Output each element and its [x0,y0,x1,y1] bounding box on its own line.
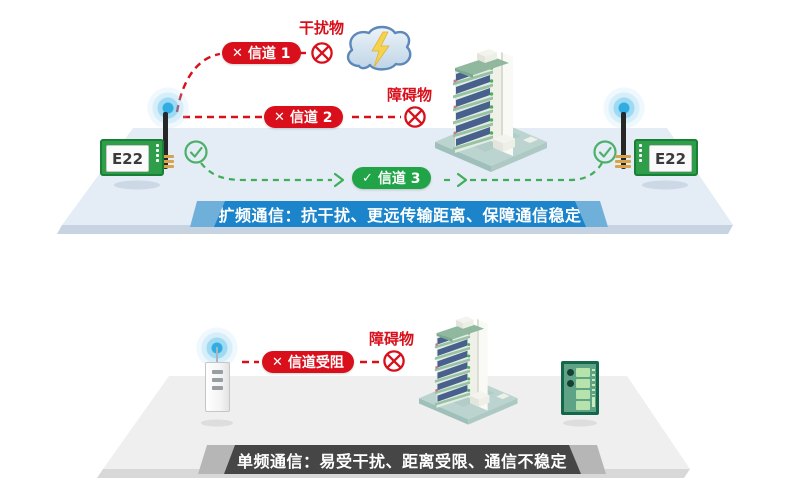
check-mark-icon: ✓ [362,170,373,186]
spread-spectrum-banner-text: 扩频通信：抗干扰、更远传输距离、保障通信稳定 [214,201,586,227]
badge-channel-3-label: 信道 3 [377,171,421,187]
radio-antenna [216,347,218,363]
shadow-e22-right [642,180,688,190]
radio-device [205,362,230,412]
antenna-right [621,112,626,169]
building-icon-top [435,49,547,172]
e22-module-right-label: E22 [649,145,692,172]
x-mark-icon: ✕ [272,354,283,370]
antenna-connector-left [158,155,174,168]
shadow-e22-left [114,180,160,190]
single-frequency-banner-text: 单频通信：易受干扰、距离受限、通信不稳定 [224,445,581,474]
pcb-pins [639,144,642,162]
e22-module-right: E22 [634,139,698,176]
blocked-circle-bottom-icon [383,350,405,372]
badge-channel-blocked-label: 信道受阻 [287,355,344,371]
shadow-cabinet [563,419,597,427]
e22-module-left: E22 [100,139,164,176]
badge-channel-blocked: ✕ 信道受阻 [262,351,354,373]
obstacle-label-top: 障碍物 [387,86,433,104]
x-mark-icon: ✕ [232,45,243,61]
cabinet-knob [567,369,574,376]
channel3-path [200,162,603,182]
control-cabinet [561,361,599,415]
badge-channel-1-label: 信道 1 [247,46,291,62]
cabinet-bar [592,397,595,407]
blocked-circle-channel2-icon [404,106,426,128]
radio-device-buttons [212,370,223,390]
channel1-path [175,51,309,113]
channel3-arrows [333,172,468,188]
badge-channel-2-label: 信道 2 [289,110,333,126]
antenna-left [163,112,168,169]
badge-channel-2: ✕ 信道 2 [264,106,343,128]
pcb-pins [156,144,159,162]
cabinet-knob [567,380,574,387]
signal-waves-left-icon [146,86,190,130]
shadow-radio [201,419,233,427]
e22-module-left-label: E22 [106,145,149,172]
antenna-connector-right [615,155,631,168]
blocked-circle-channel1-icon [311,42,333,64]
storm-cloud-icon [346,25,412,71]
interference-label: 干扰物 [299,19,345,37]
badge-channel-1: ✕ 信道 1 [222,42,301,64]
building-icon-bottom [419,316,518,425]
badge-channel-3: ✓ 信道 3 [352,167,431,189]
spread-spectrum-banner: 扩频通信：抗干扰、更远传输距离、保障通信稳定 [190,201,610,227]
cabinet-panels [576,368,590,410]
single-frequency-banner: 单频通信：易受干扰、距离受限、通信不稳定 [198,445,606,474]
obstacle-label-bottom: 障碍物 [369,330,415,348]
x-mark-icon: ✕ [274,109,285,125]
cabinet-ticks [592,369,595,395]
